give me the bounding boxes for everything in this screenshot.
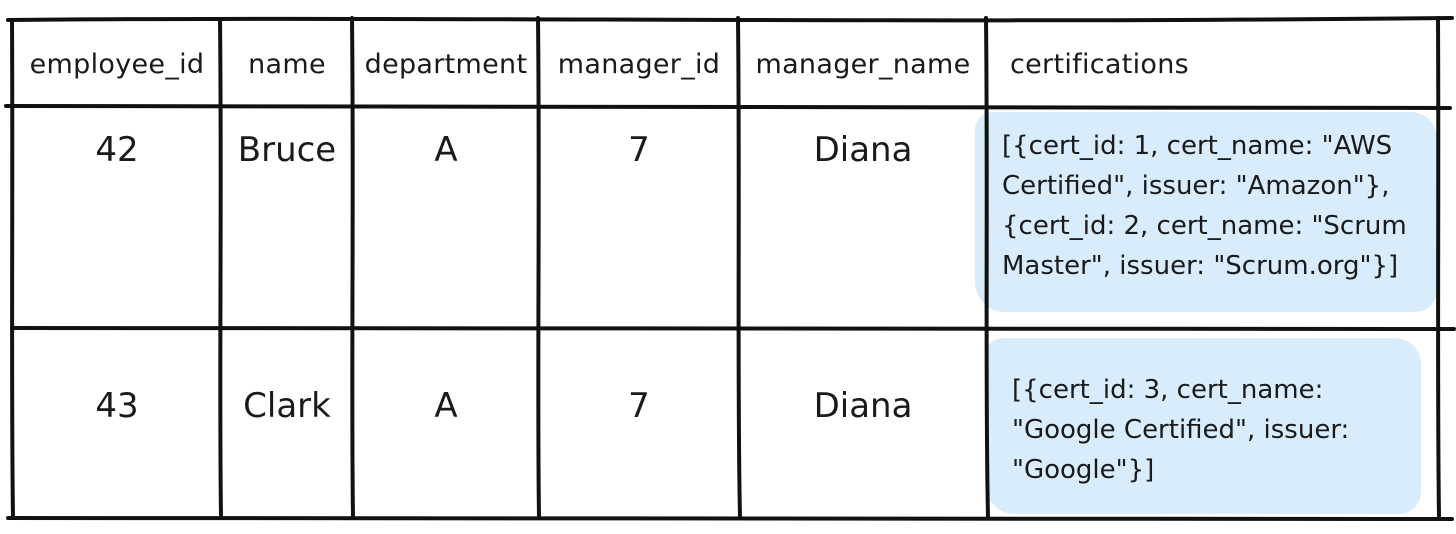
row-2-employee-id: 43 xyxy=(95,386,139,426)
row-2-manager-id: 7 xyxy=(628,386,650,426)
header-manager-id: manager_id xyxy=(557,48,721,80)
row-1-manager-id: 7 xyxy=(628,130,650,170)
row-1-employee-id: 42 xyxy=(95,130,139,170)
row-2-manager-name: Diana xyxy=(813,386,913,426)
row-2-department: A xyxy=(434,386,458,426)
row-1-certifications: [{cert_id: 1, cert_name: "AWS Certified"… xyxy=(1002,131,1407,281)
certifications-highlight-row-2 xyxy=(985,338,1421,514)
header-name: name xyxy=(248,48,326,80)
column-line-0 xyxy=(10,18,15,520)
row-1-manager-name: Diana xyxy=(813,130,913,170)
row-2-name: Clark xyxy=(243,386,331,426)
row-1-name: Bruce xyxy=(237,130,337,170)
row-1-department: A xyxy=(434,130,458,170)
table-bottom-border xyxy=(6,515,1454,521)
header-manager-name: manager_name xyxy=(755,48,971,80)
column-line-6 xyxy=(1436,16,1441,518)
header-employee-id: employee_id xyxy=(29,48,205,80)
header-certifications: certifications xyxy=(1010,48,1190,80)
table-top-border xyxy=(6,16,1454,23)
column-line-1 xyxy=(218,17,223,517)
row-2-certifications: [{cert_id: 3, cert_name: "Google Certifi… xyxy=(1012,375,1350,485)
certifications-highlight-row-1 xyxy=(975,112,1437,312)
column-line-2 xyxy=(350,16,355,519)
header-department: department xyxy=(364,48,528,80)
column-line-3 xyxy=(536,16,541,519)
row-divider-line xyxy=(10,325,1456,331)
header-divider-line xyxy=(4,104,1452,110)
